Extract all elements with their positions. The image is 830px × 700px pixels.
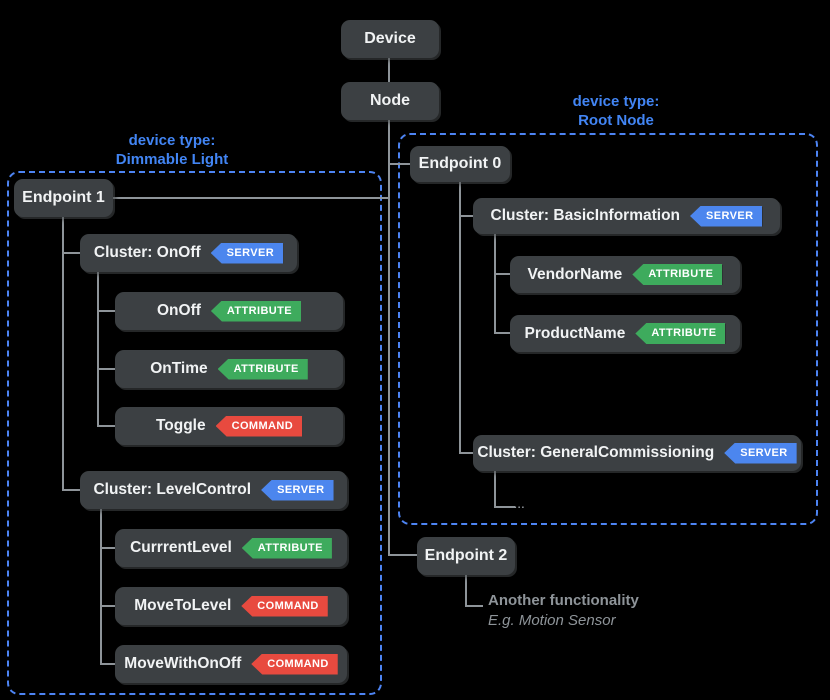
- attribute-vendorname-box: VendorName ATTRIBUTE: [510, 256, 740, 293]
- cluster-basicinformation-box: Cluster: BasicInformation SERVER: [473, 198, 780, 234]
- device-type-caption-line: device type:: [572, 93, 660, 110]
- connector-line: [62, 489, 80, 491]
- connector-line: [100, 605, 115, 607]
- connector-line: [62, 252, 80, 254]
- connector-line: [494, 506, 515, 508]
- attribute-productname-box: ProductName ATTRIBUTE: [510, 315, 740, 352]
- cluster-basicinformation-label: Cluster: BasicInformation: [490, 207, 681, 224]
- server-badge: SERVER: [690, 205, 763, 227]
- connector-line: [62, 216, 64, 491]
- root-node-group-outline: [398, 133, 818, 525]
- attribute-badge: ATTRIBUTE: [210, 300, 302, 322]
- attribute-onoff-label: OnOff: [156, 302, 201, 319]
- command-movetolevel-label: MoveToLevel: [134, 597, 232, 614]
- attribute-vendorname-label: VendorName: [527, 265, 623, 283]
- connector-line: [494, 233, 496, 334]
- attribute-onoff-box: OnOff ATTRIBUTE: [115, 292, 343, 330]
- server-badge: SERVER: [724, 442, 797, 464]
- cluster-levelcontrol-box: Cluster: LevelControl SERVER: [80, 471, 347, 509]
- node-box-label: Node: [370, 92, 410, 109]
- device-type-caption-line: device type:: [128, 132, 216, 149]
- attribute-badge: ATTRIBUTE: [632, 264, 723, 285]
- device-type-name: Dimmable Light: [115, 151, 229, 168]
- command-toggle-label: Toggle: [155, 417, 206, 434]
- connector-line: [459, 452, 473, 454]
- connector-line: [100, 547, 115, 549]
- endpoint-1-box: Endpoint 1: [14, 179, 113, 217]
- command-movewithonoff-box: MoveWithOnOff COMMAND: [115, 645, 347, 683]
- attribute-productname-label: ProductName: [524, 324, 626, 342]
- connector-line: [97, 368, 115, 370]
- attribute-badge: ATTRIBUTE: [635, 323, 726, 344]
- connector-line: [100, 508, 102, 665]
- connector-line: [388, 119, 390, 556]
- cluster-levelcontrol-label: Cluster: LevelControl: [93, 481, 252, 498]
- connector-line: [100, 663, 115, 665]
- attribute-ontime-box: OnTime ATTRIBUTE: [115, 350, 343, 388]
- device-type-name: Root Node: [578, 112, 654, 129]
- command-badge: COMMAND: [251, 653, 338, 675]
- attribute-badge: ATTRIBUTE: [241, 537, 332, 559]
- connector-line: [97, 425, 115, 427]
- connector-line: [459, 181, 461, 454]
- connector-line: [494, 470, 496, 508]
- attribute-badge: ATTRIBUTE: [217, 358, 308, 380]
- connector-line: [465, 605, 483, 607]
- endpoint-0-label: Endpoint 0: [418, 155, 502, 172]
- node-box: Node: [341, 82, 439, 120]
- dimmable-light-group-outline: [7, 171, 382, 695]
- server-badge: SERVER: [210, 242, 284, 264]
- connector-line: [388, 57, 390, 82]
- device-type-caption-root-node: device type: Root Node: [526, 92, 706, 130]
- attribute-currrentlevel-box: CurrrentLevel ATTRIBUTE: [115, 529, 347, 567]
- connector-line: [112, 197, 389, 199]
- command-badge: COMMAND: [241, 595, 328, 617]
- device-box-label: Device: [364, 30, 416, 47]
- command-badge: COMMAND: [215, 415, 303, 437]
- ellipsis-more-indicator: ...: [514, 500, 526, 511]
- endpoint-1-label: Endpoint 1: [22, 189, 105, 206]
- endpoint-2-note-example: E.g. Motion Sensor: [488, 612, 616, 629]
- endpoint-2-note: Another functionality: [488, 592, 639, 609]
- server-badge: SERVER: [261, 479, 334, 501]
- cluster-generalcommissioning-label: Cluster: GeneralCommissioning: [477, 444, 715, 461]
- attribute-ontime-label: OnTime: [150, 360, 208, 377]
- device-box: Device: [341, 20, 439, 58]
- command-toggle-box: Toggle COMMAND: [115, 407, 343, 445]
- command-movewithonoff-label: MoveWithOnOff: [124, 655, 242, 672]
- endpoint-0-box: Endpoint 0: [410, 146, 510, 182]
- endpoint-2-label: Endpoint 2: [424, 547, 508, 564]
- connector-line: [97, 271, 99, 427]
- connector-line: [494, 332, 510, 334]
- connector-line: [388, 554, 417, 556]
- cluster-onoff-label: Cluster: OnOff: [93, 244, 201, 261]
- cluster-generalcommissioning-box: Cluster: GeneralCommissioning SERVER: [473, 435, 801, 471]
- connector-line: [97, 310, 115, 312]
- connector-line: [388, 163, 410, 165]
- device-type-caption-dimmable-light: device type: Dimmable Light: [82, 131, 262, 169]
- connector-line: [459, 215, 473, 217]
- command-movetolevel-box: MoveToLevel COMMAND: [115, 587, 347, 625]
- connector-line: [465, 574, 467, 607]
- attribute-currrentlevel-label: CurrrentLevel: [130, 539, 232, 556]
- connector-line: [494, 273, 510, 275]
- cluster-onoff-box: Cluster: OnOff SERVER: [80, 234, 297, 272]
- endpoint-2-box: Endpoint 2: [417, 537, 515, 575]
